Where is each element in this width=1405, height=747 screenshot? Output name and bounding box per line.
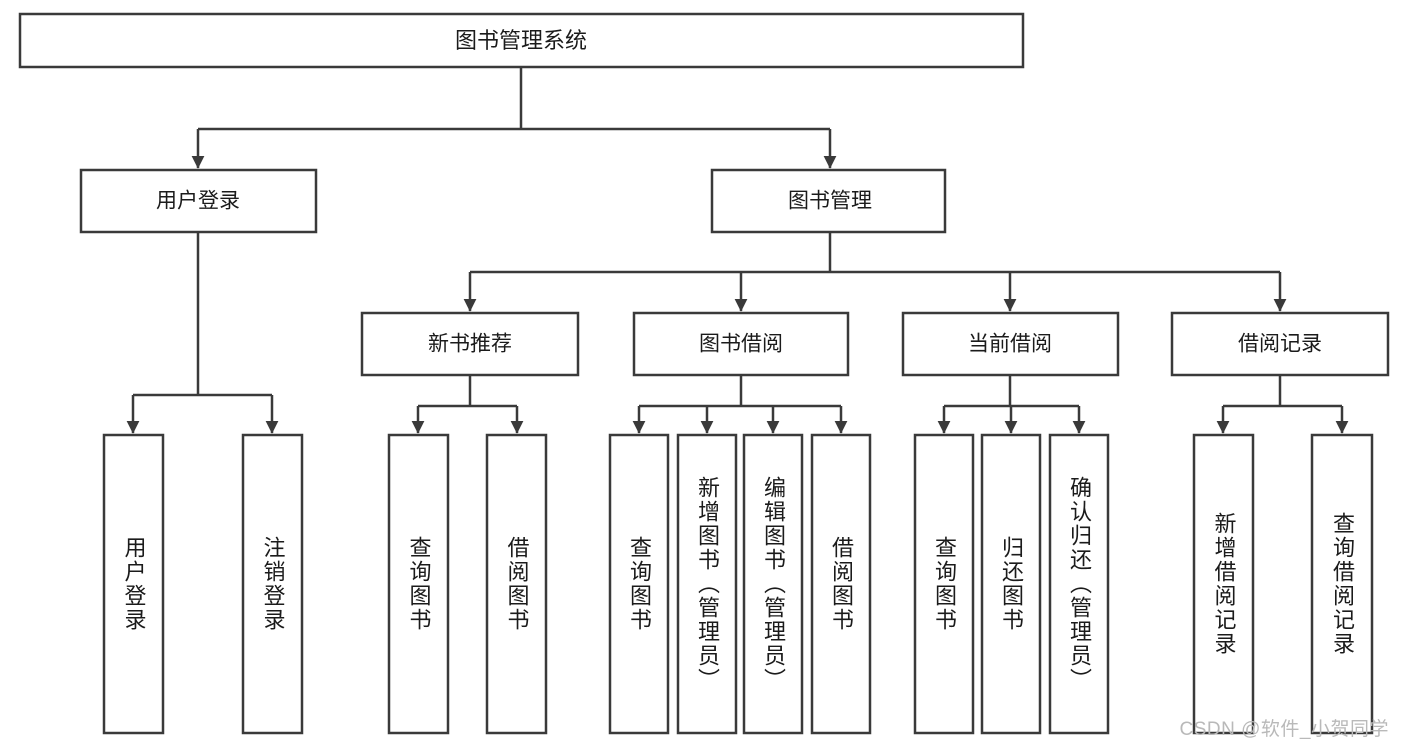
leaf-box-query-record[interactable] bbox=[1310, 433, 1374, 735]
leaf-box-user-login[interactable] bbox=[102, 433, 165, 735]
node-root-box[interactable] bbox=[18, 12, 1025, 69]
connector-group-root bbox=[191, 67, 837, 169]
leaf-box-query-book-bw[interactable] bbox=[608, 433, 670, 735]
node-book-borrow-label: 图书借阅 bbox=[699, 333, 783, 356]
node-current-borrow-label: 当前借阅 bbox=[968, 333, 1052, 356]
node-user-login[interactable]: 用户登录 bbox=[79, 168, 318, 234]
node-borrow-records-box[interactable] bbox=[1170, 311, 1390, 377]
node-book-borrow[interactable]: 图书借阅 bbox=[632, 311, 850, 377]
connector-group-borrow bbox=[632, 375, 848, 434]
leaf-box-query-book-nb[interactable] bbox=[387, 433, 450, 735]
connector-group-records bbox=[1216, 375, 1349, 434]
node-book-manage-box[interactable] bbox=[710, 168, 947, 234]
node-new-book-recommend-box[interactable] bbox=[360, 311, 580, 377]
leaf-box-logout[interactable] bbox=[241, 433, 304, 735]
connector-group-book-manage bbox=[463, 232, 1287, 312]
leaf-boxes bbox=[102, 433, 1374, 735]
node-root[interactable]: 图书管理系统 bbox=[18, 12, 1025, 69]
node-book-borrow-box[interactable] bbox=[632, 311, 850, 377]
leaf-box-borrow-book-bw[interactable] bbox=[810, 433, 872, 735]
leaf-box-edit-book-admin[interactable] bbox=[742, 433, 804, 735]
node-user-login-box[interactable] bbox=[79, 168, 318, 234]
leaf-box-return-book[interactable] bbox=[980, 433, 1042, 735]
connector-group-new-book bbox=[411, 375, 524, 434]
node-new-book-recommend-label: 新书推荐 bbox=[428, 333, 512, 356]
connector-group-current-borrow bbox=[937, 375, 1086, 434]
node-borrow-records[interactable]: 借阅记录 bbox=[1170, 311, 1390, 377]
node-root-label: 图书管理系统 bbox=[455, 28, 587, 53]
node-current-borrow-box[interactable] bbox=[901, 311, 1120, 377]
leaf-box-confirm-return[interactable] bbox=[1048, 433, 1110, 735]
node-new-book-recommend[interactable]: 新书推荐 bbox=[360, 311, 580, 377]
node-borrow-records-label: 借阅记录 bbox=[1238, 333, 1322, 356]
leaf-box-add-record[interactable] bbox=[1192, 433, 1255, 735]
node-current-borrow[interactable]: 当前借阅 bbox=[901, 311, 1120, 377]
watermark: CSDN @软件_小贺同学 bbox=[1179, 719, 1389, 740]
node-book-manage[interactable]: 图书管理 bbox=[710, 168, 947, 234]
node-user-login-label: 用户登录 bbox=[156, 190, 240, 213]
leaf-box-borrow-book-nb[interactable] bbox=[485, 433, 548, 735]
node-book-manage-label: 图书管理 bbox=[788, 190, 872, 213]
leaf-box-query-book-cb[interactable] bbox=[913, 433, 975, 735]
leaf-box-add-book-admin[interactable] bbox=[676, 433, 738, 735]
connector-group-user-login bbox=[126, 232, 279, 434]
